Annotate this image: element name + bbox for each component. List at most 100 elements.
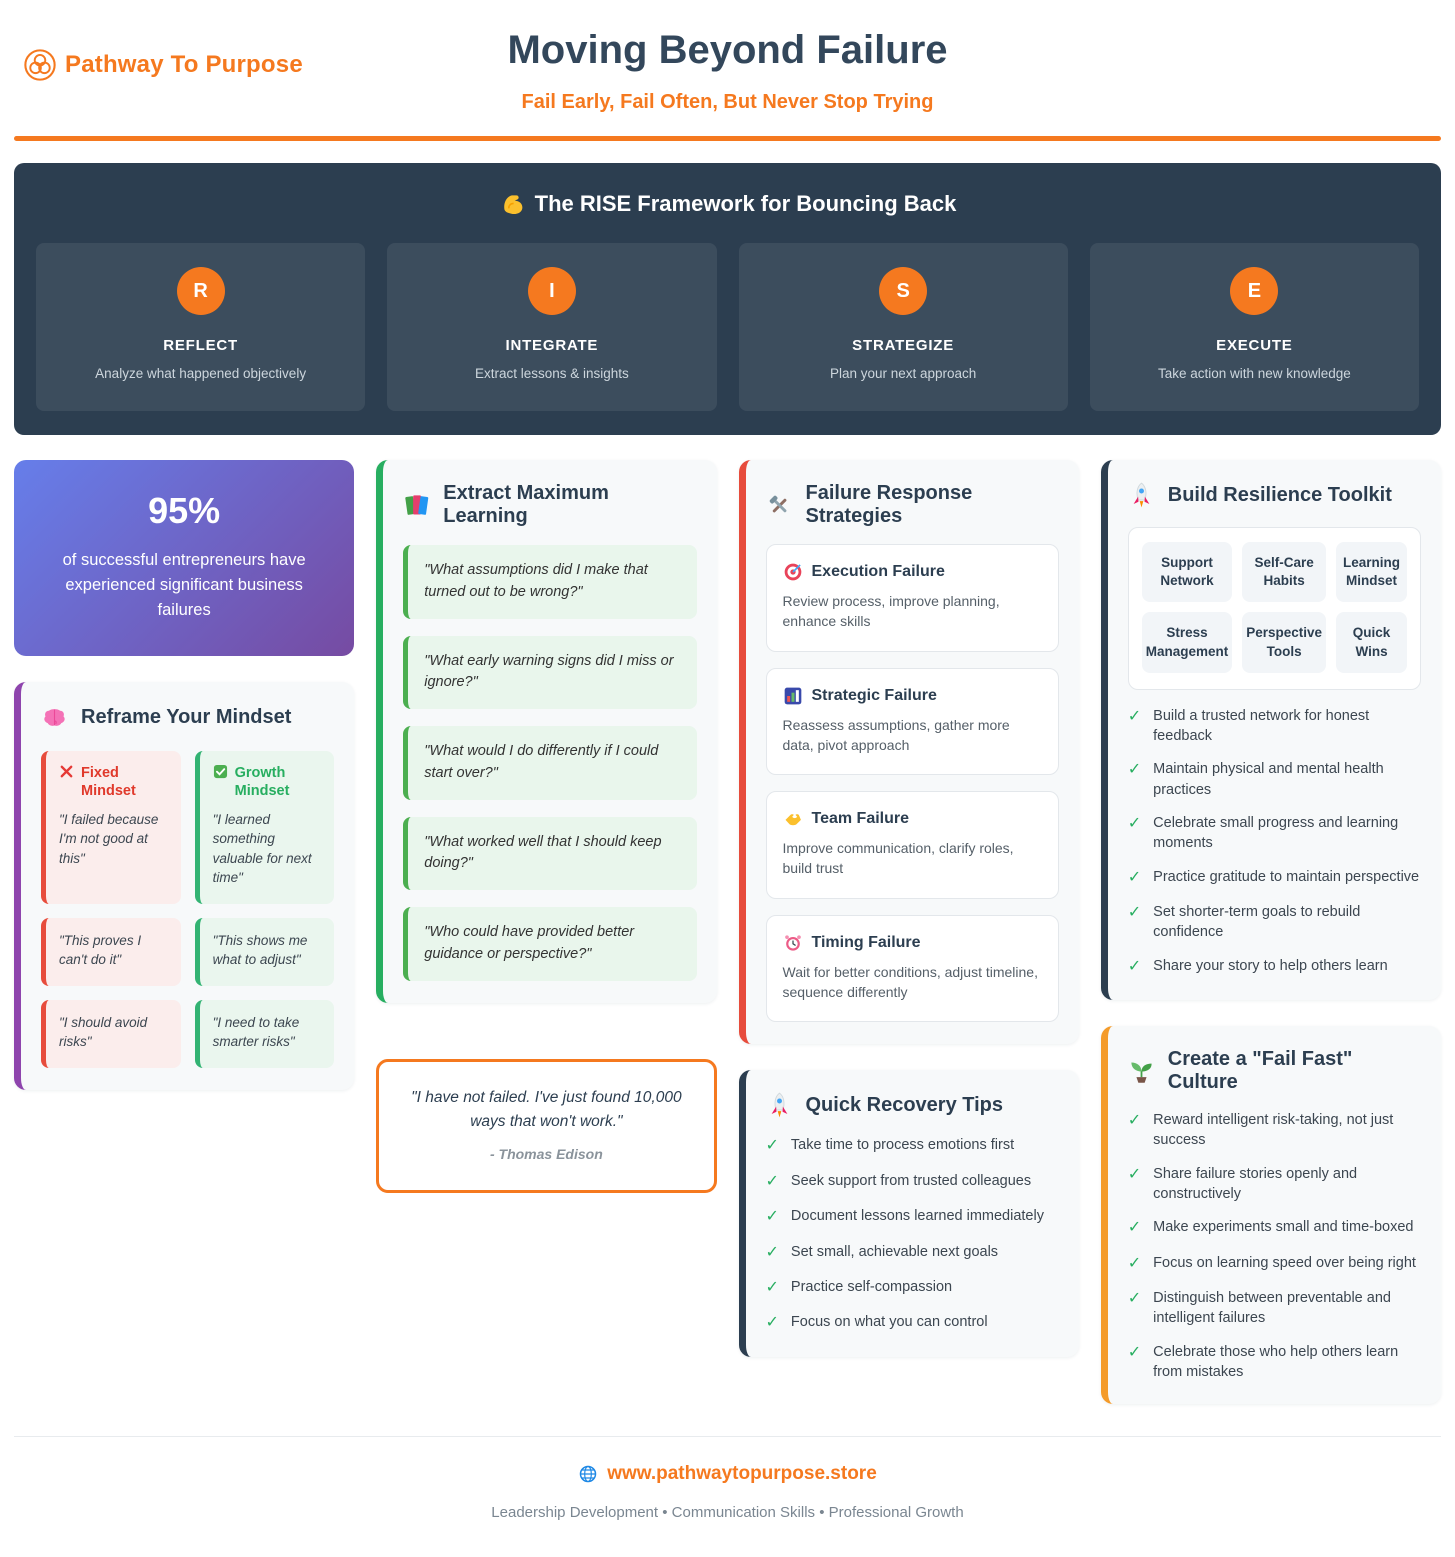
rise-letter-badge: R (176, 267, 225, 315)
strategy-card-team: Team Failure Improve communication, clar… (765, 791, 1059, 899)
quote-text: "I have not failed. I've just found 10,0… (411, 1088, 682, 1130)
mindset-quote: "This shows me what to adjust" (212, 932, 308, 968)
strategy-name: Strategic Failure (811, 686, 937, 704)
fixed-mindset-label-text: Fixed Mindset (81, 765, 136, 800)
rise-steps: R REFLECT Analyze what happened objectiv… (36, 243, 1419, 411)
target-icon (783, 562, 803, 582)
rise-step-integrate: I INTEGRATE Extract lessons & insights (387, 243, 717, 411)
list-item: Practice self-compassion (766, 1277, 1059, 1299)
toolkit-chip: Support Network (1141, 542, 1233, 603)
rise-step-desc: Take action with new knowledge (1157, 366, 1351, 381)
mindset-quote: "I need to take smarter risks" (212, 1014, 300, 1050)
check-icon (766, 1171, 779, 1193)
fail-fast-list: Reward intelligent risk-taking, not just… (1128, 1110, 1421, 1382)
list-item-text: Share your story to help others learn (1153, 957, 1388, 974)
learning-question: "What worked well that I should keep doi… (403, 816, 697, 890)
panel-title: Quick Recovery Tips (805, 1094, 1004, 1117)
failure-strategies-panel: Failure Response Strategies Execution Fa… (738, 460, 1079, 1045)
rise-step-name: EXECUTE (1216, 337, 1293, 354)
list-item: Celebrate small progress and learning mo… (1128, 813, 1421, 854)
list-item-text: Take time to process emotions first (790, 1137, 1015, 1154)
fail-fast-culture-panel: Create a "Fail Fast" Culture Reward inte… (1100, 1026, 1441, 1405)
strategy-desc: Review process, improve planning, enhanc… (782, 593, 1000, 630)
column-1: 95% of successful entrepreneurs have exp… (14, 460, 355, 1090)
toolkit-chip: Quick Wins (1336, 612, 1407, 673)
toolkit-chip: Stress Management (1141, 612, 1233, 673)
header: Pathway To Purpose Moving Beyond Failure… (14, 0, 1441, 141)
list-item-text: Celebrate those who help others learn fr… (1153, 1343, 1399, 1380)
check-icon (1128, 1110, 1141, 1151)
handshake-icon (783, 809, 803, 829)
list-item-text: Celebrate small progress and learning mo… (1153, 815, 1399, 852)
header-divider (14, 136, 1441, 141)
list-item: Focus on what you can control (766, 1312, 1059, 1334)
extract-learning-panel: Extract Maximum Learning "What assumptio… (376, 460, 717, 1003)
quote-author: - Thomas Edison (489, 1145, 603, 1162)
strategy-name: Timing Failure (811, 933, 921, 951)
learning-question: "What assumptions did I make that turned… (403, 545, 697, 619)
panel-header: Reframe Your Mindset (41, 704, 334, 731)
list-item: Take time to process emotions first (766, 1135, 1059, 1157)
strategy-desc: Wait for better conditions, adjust timel… (782, 963, 1039, 1001)
panel-header: Create a "Fail Fast" Culture (1128, 1048, 1421, 1094)
check-icon (766, 1135, 779, 1157)
panel-title: Extract Maximum Learning (443, 482, 609, 527)
panel-title: Failure Response Strategies (805, 482, 973, 527)
panel-title: Build Resilience Toolkit (1167, 484, 1392, 506)
strategy-title: Strategic Failure (783, 686, 1042, 706)
fixed-mindset-box: "This proves I can't do it" (41, 917, 181, 986)
rise-step-strategize: S STRATEGIZE Plan your next approach (738, 243, 1068, 411)
rise-step-reflect: R REFLECT Analyze what happened objectiv… (36, 243, 366, 411)
list-item-text: Practice gratitude to maintain perspecti… (1153, 868, 1420, 885)
growth-mindset-box: Growth Mindset "I learned something valu… (194, 751, 335, 904)
list-item: Share your story to help others learn (1128, 956, 1421, 978)
check-icon (1128, 1288, 1141, 1329)
footer-site-text: www.pathwaytopurpose.store (607, 1463, 877, 1485)
toolkit-list: Build a trusted network for honest feedb… (1128, 706, 1421, 978)
reframe-mindset-panel: Reframe Your Mindset Fixed Mindset "I fa… (14, 682, 355, 1090)
check-icon (1128, 1217, 1141, 1239)
toolkit-chip-grid: Support Network Self-Care Habits Learnin… (1141, 542, 1407, 673)
rise-heading-text: The RISE Framework for Bouncing Back (534, 191, 957, 216)
strategy-card-timing: Timing Failure Wait for better condition… (765, 914, 1059, 1023)
statistic-text: of successful entrepreneurs have experie… (62, 551, 306, 619)
toolkit-chip: Learning Mindset (1336, 542, 1407, 603)
list-item: Make experiments small and time-boxed (1128, 1217, 1421, 1239)
statistic-value: 95% (148, 490, 221, 531)
check-icon (1128, 902, 1141, 943)
list-item-text: Focus on learning speed over being right (1153, 1254, 1416, 1271)
learning-question: "Who could have provided better guidance… (403, 907, 697, 981)
rocket-icon (1128, 482, 1155, 509)
list-item-text: Share failure stories openly and constru… (1153, 1165, 1358, 1202)
edison-quote-card: "I have not failed. I've just found 10,0… (376, 1058, 717, 1193)
check-icon (766, 1312, 779, 1334)
growth-mindset-box: "This shows me what to adjust" (194, 917, 335, 986)
bar-chart-icon (783, 686, 803, 706)
fixed-mindset-label: Fixed Mindset (59, 764, 168, 800)
rise-step-desc: Extract lessons & insights (474, 366, 629, 381)
page-title: Moving Beyond Failure (507, 28, 948, 72)
list-item: Seek support from trusted colleagues (766, 1171, 1059, 1193)
rise-framework-title: The RISE Framework for Bouncing Back (36, 191, 1419, 217)
learning-question: "What early warning signs did I miss or … (403, 635, 697, 709)
list-item: Distinguish between preventable and inte… (1128, 1288, 1421, 1329)
list-item: Reward intelligent risk-taking, not just… (1128, 1110, 1421, 1151)
rise-letter-badge: S (879, 267, 928, 315)
rise-step-desc: Plan your next approach (829, 366, 977, 381)
list-item: Celebrate those who help others learn fr… (1128, 1342, 1421, 1383)
mindset-quote: "I failed because I'm not good at this" (59, 811, 159, 866)
globe-icon (578, 1464, 598, 1484)
panel-header: Quick Recovery Tips (766, 1092, 1059, 1119)
list-item-text: Make experiments small and time-boxed (1153, 1219, 1414, 1236)
trefoil-logo-icon (23, 48, 57, 82)
strategy-desc: Reassess assumptions, gather more data, … (782, 716, 1010, 753)
fixed-mindset-box: Fixed Mindset "I failed because I'm not … (41, 751, 181, 904)
quick-recovery-panel: Quick Recovery Tips Take time to process… (738, 1070, 1079, 1357)
list-item-text: Seek support from trusted colleagues (790, 1172, 1032, 1189)
footer-site-link[interactable]: www.pathwaytopurpose.store (578, 1463, 877, 1485)
rise-step-desc: Analyze what happened objectively (95, 366, 307, 381)
check-icon (1128, 759, 1141, 800)
list-item-text: Distinguish between preventable and inte… (1153, 1290, 1391, 1327)
statistic-card: 95% of successful entrepreneurs have exp… (14, 460, 355, 657)
